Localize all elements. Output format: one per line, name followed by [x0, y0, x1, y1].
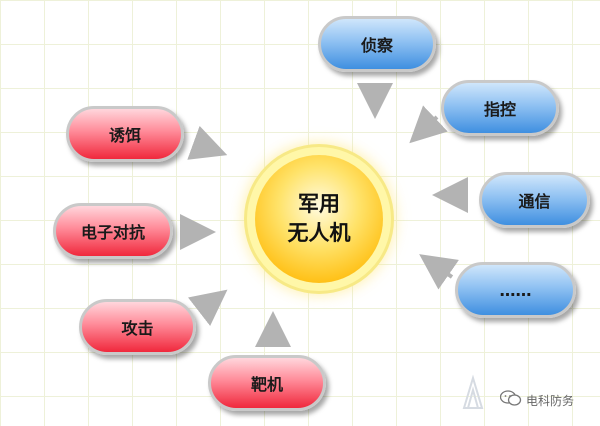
node-more-label: ……: [499, 280, 532, 300]
node-target-drone-label: 靶机: [250, 375, 283, 394]
watermark-logo-icon: [462, 374, 484, 409]
node-command-label: 指控: [483, 100, 516, 119]
center-line-2: 无人机: [287, 221, 351, 245]
center-line-1: 军用: [298, 192, 340, 216]
node-command: 指控: [441, 80, 559, 136]
node-recon-label: 侦察: [360, 36, 393, 55]
node-attack: 攻击: [79, 299, 196, 355]
node-target-drone: 靶机: [208, 355, 326, 411]
node-recon: 侦察: [318, 16, 436, 72]
node-ew: 电子对抗: [53, 203, 173, 259]
node-attack-label: 攻击: [121, 319, 154, 338]
node-ew-label: 电子对抗: [80, 223, 145, 242]
arrow-decoy: [187, 125, 228, 160]
node-comm-label: 通信: [518, 192, 551, 211]
node-comm: 通信: [479, 172, 590, 228]
node-decoy-label: 诱饵: [108, 126, 141, 145]
watermark-text: 电科防务: [526, 394, 575, 408]
arrow-more: [419, 254, 459, 290]
arrow-command: [409, 105, 448, 144]
node-decoy: 诱饵: [66, 106, 184, 162]
arrow-attack: [188, 289, 228, 326]
wechat-icon: [500, 390, 522, 406]
node-more: ……: [455, 262, 576, 318]
center-node: 军用 无人机: [255, 155, 383, 283]
